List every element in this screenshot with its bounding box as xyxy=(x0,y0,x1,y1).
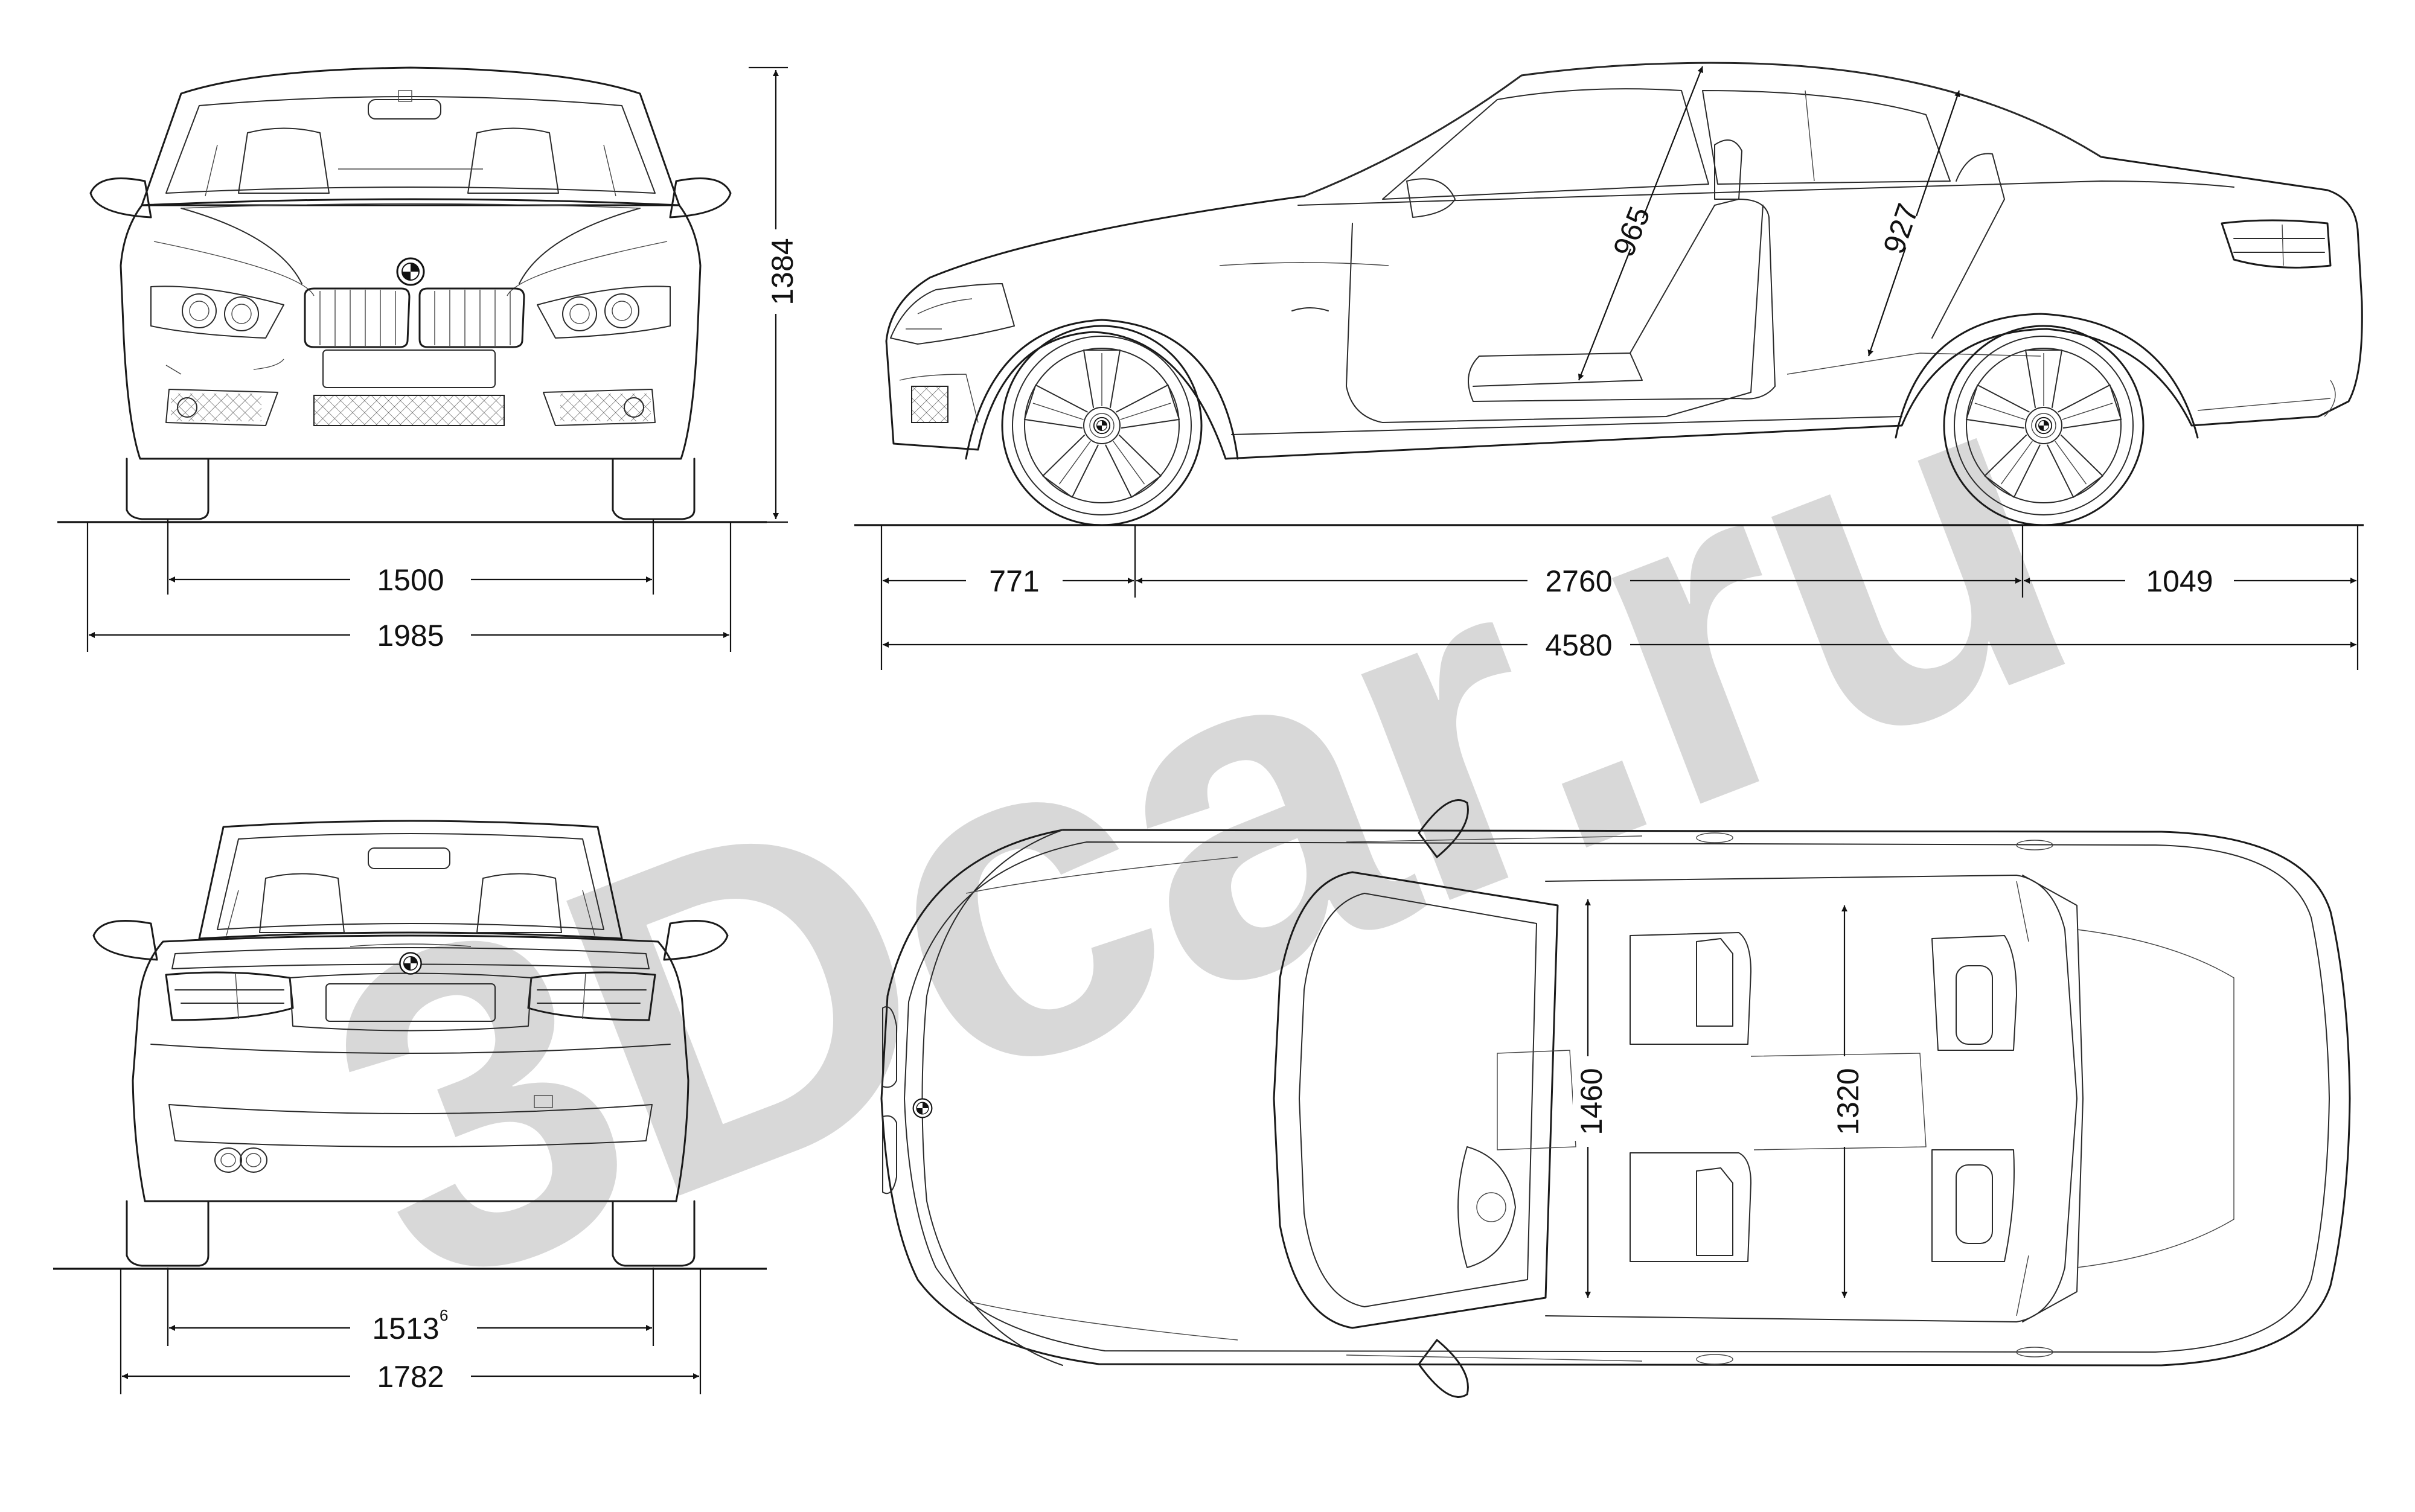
bmw-roundel-icon xyxy=(912,1098,933,1118)
dim-height: 1384 xyxy=(766,238,799,305)
rear-view: 1513 6 1782 xyxy=(53,820,767,1394)
bmw-roundel-icon xyxy=(396,257,425,286)
rear-wheel-arch xyxy=(1895,313,2199,439)
dim-rear-overhang: 1049 xyxy=(2146,564,2213,598)
dim-front-overhang: 771 xyxy=(989,564,1039,598)
dim-body-width: 1782 xyxy=(377,1360,444,1394)
top-view: 1460 1320 xyxy=(880,799,2351,1398)
dim-front-width: 1985 xyxy=(377,619,444,652)
dim-front-track: 1500 xyxy=(377,563,444,597)
front-wheel-arch xyxy=(965,319,1239,460)
front-view: 1384 1500 1985 xyxy=(57,66,799,652)
dim-rear-track-decimal: 6 xyxy=(440,1306,448,1324)
dim-rear-shoulder-width: 1320 xyxy=(1831,1068,1865,1135)
dim-overall-length: 4580 xyxy=(1545,628,1612,662)
dim-front-shoulder-width: 1460 xyxy=(1575,1068,1608,1135)
bmw-roundel-icon xyxy=(399,952,422,975)
side-view: 965 927 771 2760 1049 4580 xyxy=(854,62,2364,670)
dim-wheelbase: 2760 xyxy=(1545,564,1612,598)
dim-rear-track: 1513 xyxy=(372,1312,439,1345)
